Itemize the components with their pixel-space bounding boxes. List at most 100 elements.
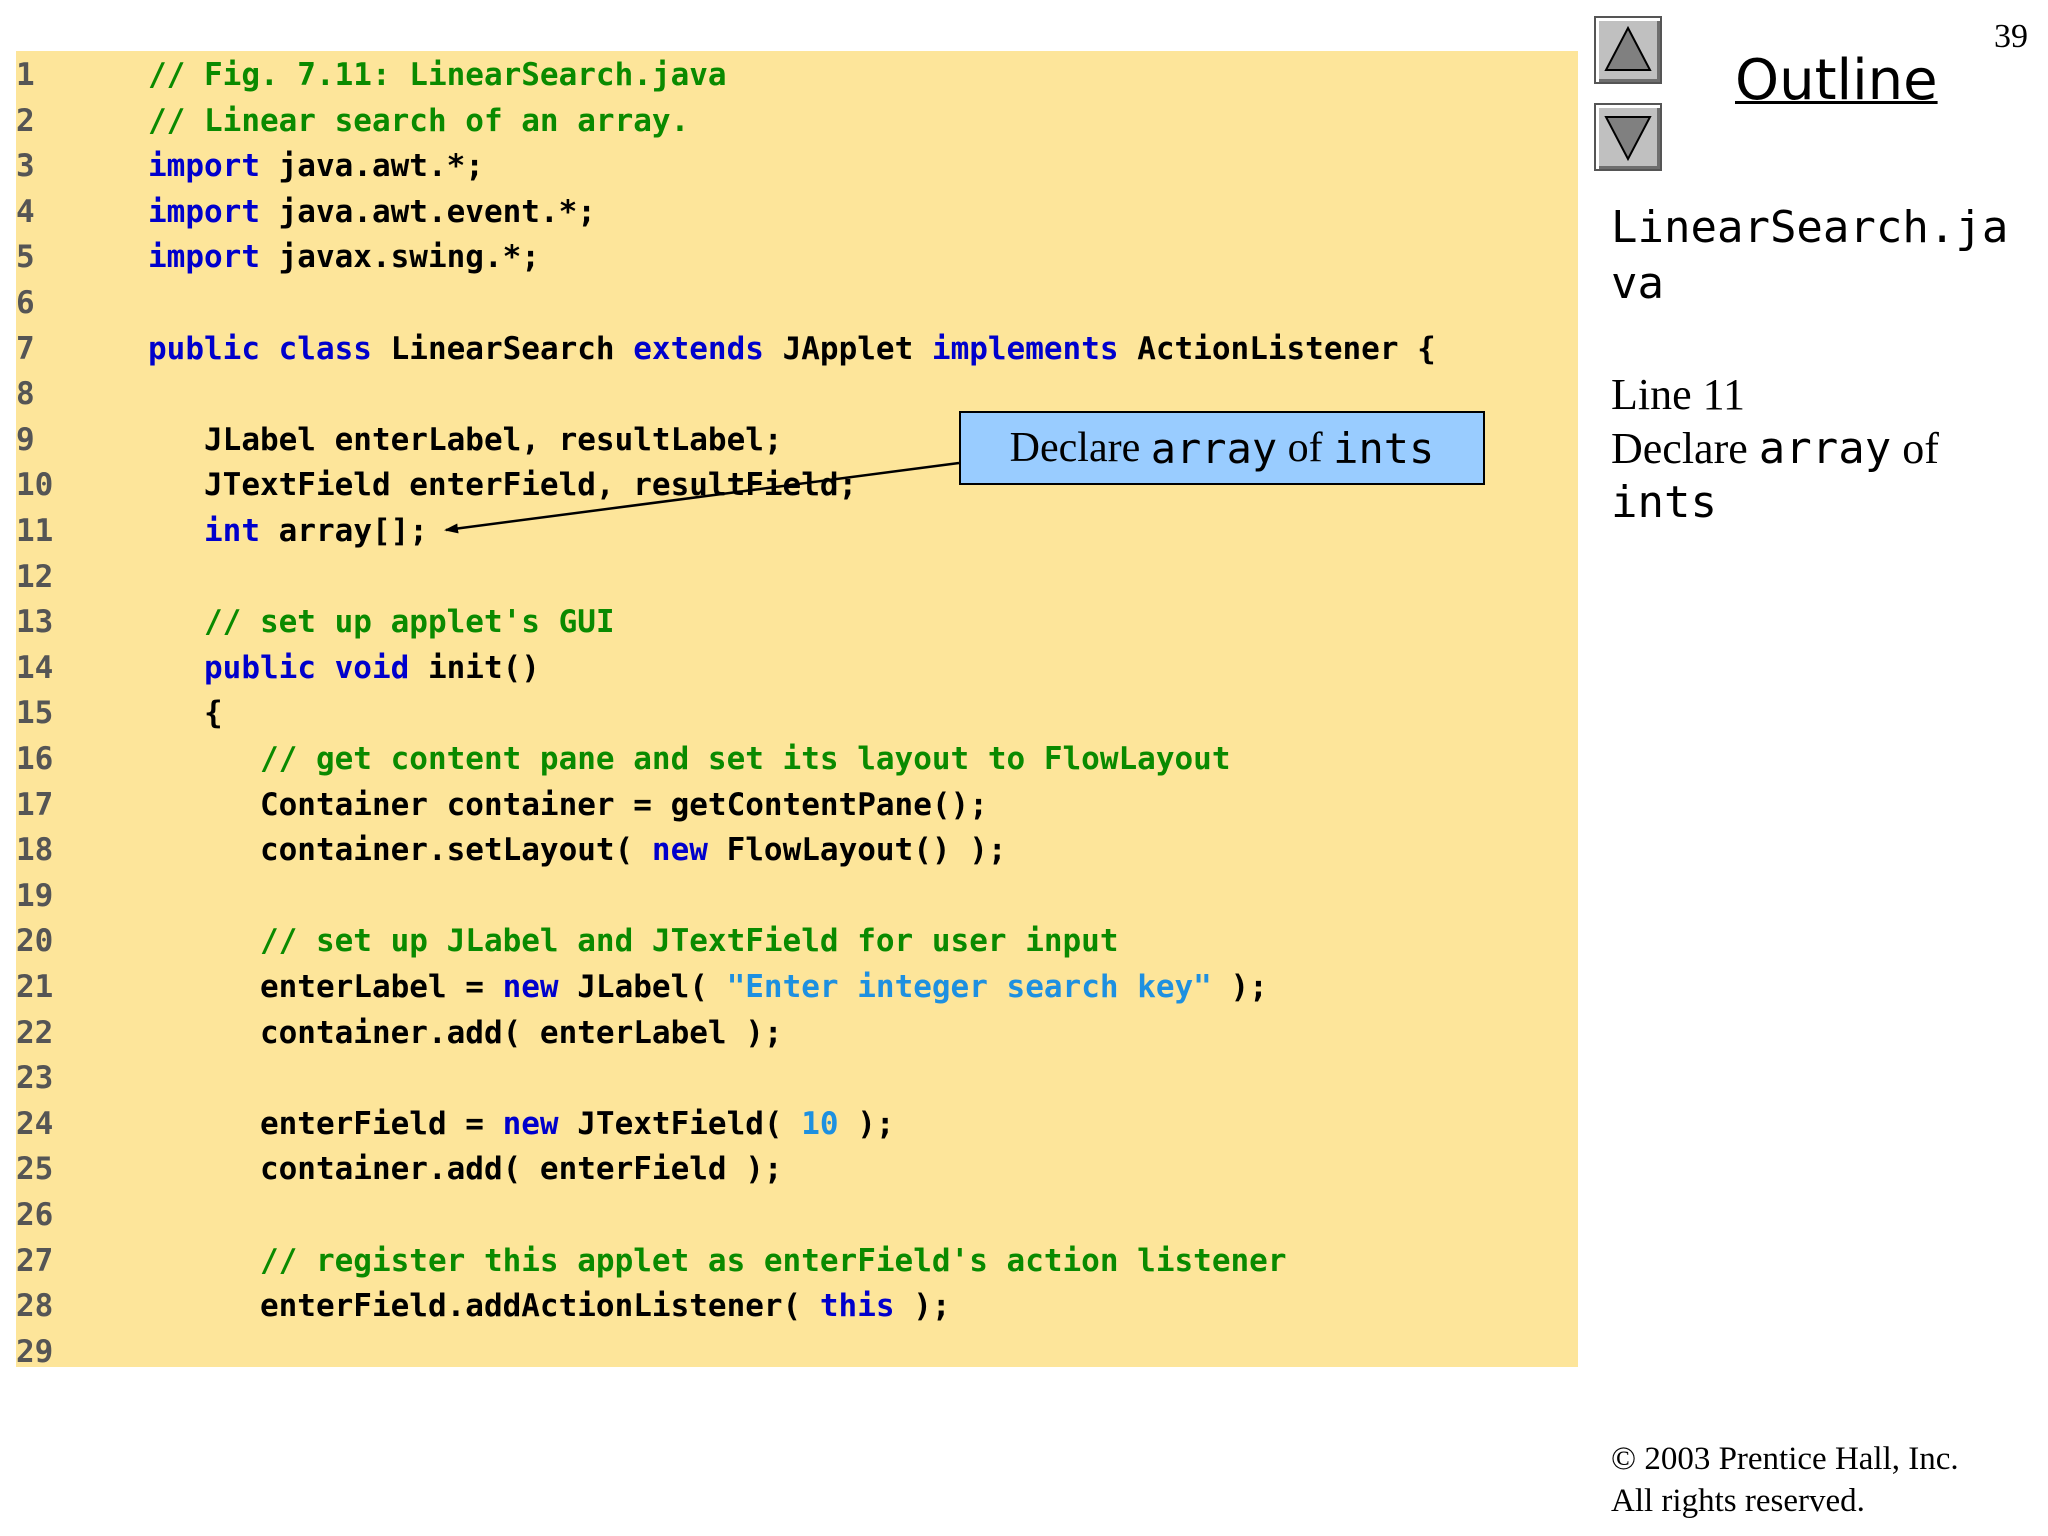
code-token: Container container = getContentPane(); [148,786,988,823]
code-token: new [502,1105,559,1142]
code-token: int [204,513,260,549]
next-slide-button[interactable] [1594,103,1662,171]
code-token: // Linear search of an array. [148,102,690,139]
code-token: // Fig. 7.11: LinearSearch.java [148,57,727,93]
code-text: enterLabel = new JLabel( "Enter integer … [148,965,1268,1011]
code-text: import java.awt.*; [148,144,484,190]
line-number: 10 [16,467,54,504]
line-number: 1 [16,57,35,93]
line-number: 2 [16,102,35,139]
code-token: 10 [801,1105,839,1142]
code-text: public void init() [148,646,540,692]
code-text: // register this applet as enterField's … [148,1239,1287,1285]
code-text: JTextField enterField, resultField; [148,463,857,509]
code-token: LinearSearch [371,330,634,367]
code-text: enterField = new JTextField( 10 ); [148,1102,895,1148]
side-note-text-1: Declare [1611,424,1759,473]
line-number: 5 [16,239,35,276]
line-number: 14 [16,649,54,686]
previous-slide-button[interactable] [1594,16,1662,84]
code-text: { [148,691,223,737]
code-text: public class LinearSearch extends JApple… [148,327,1436,373]
line-number: 12 [16,558,54,595]
line-number: 20 [16,923,54,960]
code-token: // set up JLabel and JTextField for user… [148,923,1119,960]
code-token: ); [838,1105,895,1142]
line-number: 18 [16,832,54,869]
code-token: java.awt.event.*; [259,193,596,230]
code-token: container.setLayout( [148,832,652,869]
code-token: java.awt.*; [259,148,484,185]
line-number: 9 [16,421,35,458]
line-number: 24 [16,1105,54,1142]
line-number: 17 [16,786,54,823]
code-token: ); [1211,969,1268,1005]
code-text: container.setLayout( new FlowLayout() ); [148,828,1007,874]
line-number: 4 [16,193,35,230]
callout-code-1: array [1150,423,1278,473]
side-note-line-ref: Line 11 [1611,370,1745,419]
code-token: // get content pane and set its layout t… [148,741,1231,777]
copyright-line-2: All rights reserved. [1611,1483,1865,1519]
code-token: import [148,239,260,276]
code-token: JTextField enterField, resultField; [148,467,858,504]
code-token: array[]; [260,513,428,549]
callout-code-2: ints [1333,423,1435,473]
callout-text-2: of [1277,425,1334,471]
side-note-code-1: array [1758,423,1892,474]
line-number: 11 [16,513,54,549]
code-text: container.add( enterLabel ); [148,1011,783,1057]
code-text: // Linear search of an array. [148,99,689,145]
code-text: container.add( enterField ); [148,1147,783,1193]
line-number: 13 [16,604,54,641]
code-token: javax.swing.*; [259,239,540,276]
side-note: Line 11 Declare array of ints [1611,368,2031,530]
code-text: // get content pane and set its layout t… [148,737,1231,783]
triangle-up-icon [1604,25,1652,71]
line-number: 19 [16,877,54,914]
code-token: enterField.addActionListener( [148,1288,820,1325]
line-number: 7 [16,330,35,367]
code-token: JLabel( [558,969,727,1005]
code-token: ); [894,1288,951,1325]
code-token: "Enter integer search key" [726,969,1212,1005]
code-token: implements [931,330,1119,367]
code-token: // register this applet as enterField's … [148,1242,1287,1279]
line-number: 6 [16,285,35,321]
file-name: LinearSearch.ja va [1611,202,2009,309]
line-number: 26 [16,1197,54,1233]
line-number: 21 [16,969,54,1005]
code-text: import java.awt.event.*; [148,190,596,236]
line-number: 23 [16,1060,54,1097]
code-token: public class [148,330,372,367]
code-token: import [148,148,260,185]
code-token: JApplet [763,330,932,367]
code-text: import javax.swing.*; [148,235,540,281]
code-token: new [651,832,708,869]
side-note-text-2: of [1891,424,1939,473]
line-number: 22 [16,1014,54,1051]
side-note-description: Declare array of [1611,422,2031,476]
side-note-code-2: ints [1611,477,1717,528]
code-token: container.add( enterField ); [148,1151,783,1188]
code-text: // set up applet's GUI [148,600,615,646]
code-text: enterField.addActionListener( this ); [148,1284,951,1330]
code-token [148,650,204,686]
line-number: 15 [16,695,54,732]
outline-link[interactable]: Outline [1735,48,1938,113]
code-token: public void [204,649,410,686]
copyright-line-1: © 2003 Prentice Hall, Inc. [1611,1441,1959,1477]
code-token: enterField = [148,1105,503,1142]
line-number: 27 [16,1242,54,1279]
code-listing: 1 // Fig. 7.11: LinearSearch.java 2 // Line… [16,51,1578,1370]
code-token: enterLabel = [148,969,503,1005]
code-text: Container container = getContentPane(); [148,783,988,829]
code-text: // set up JLabel and JTextField for user… [148,919,1119,965]
callout-box: Declare array of ints [959,411,1485,485]
copyright-notice: © 2003 Prentice Hall, Inc. All rights re… [1611,1438,1959,1522]
triangle-down-icon [1604,116,1652,162]
code-token: new [502,969,559,1005]
code-token: this [819,1288,895,1325]
code-token: // set up applet's GUI [148,604,615,641]
line-number: 29 [16,1333,54,1370]
